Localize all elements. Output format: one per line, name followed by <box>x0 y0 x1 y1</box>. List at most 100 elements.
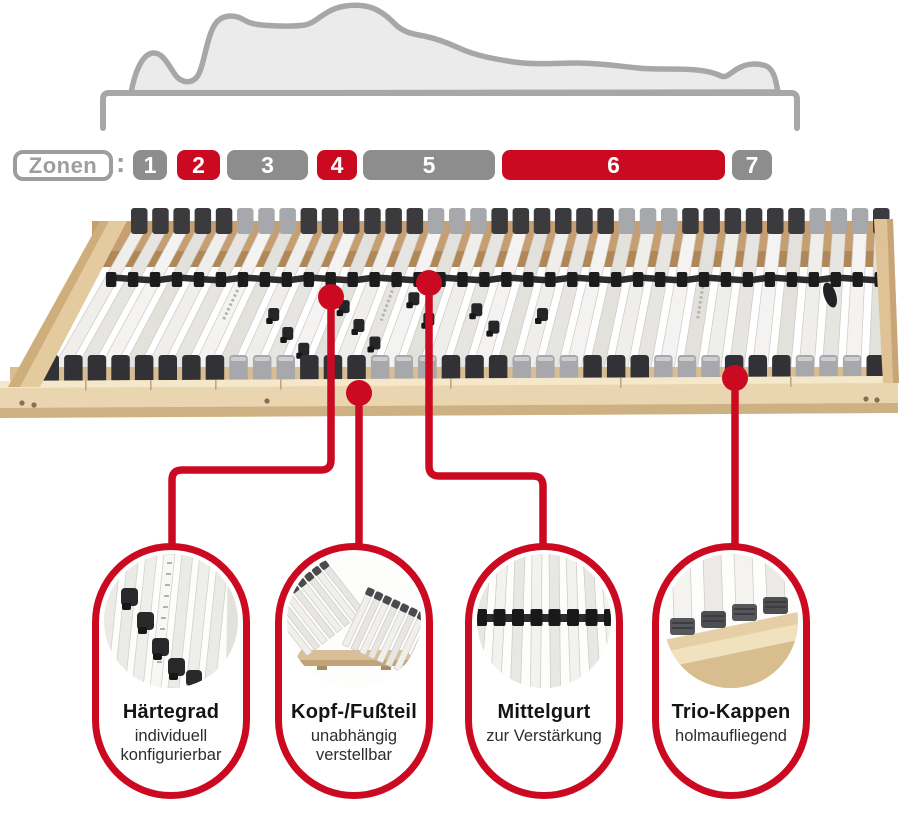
callout-title: Mittelgurt <box>497 701 591 723</box>
front-trio-cap <box>134 355 154 386</box>
cap-highlight <box>820 357 837 361</box>
haertegrad-illustration <box>104 554 238 688</box>
belt-clamp <box>325 272 336 287</box>
rail-joint <box>215 379 217 390</box>
back-cap <box>809 208 826 234</box>
back-cap <box>343 208 360 234</box>
belt-clamp <box>215 272 227 287</box>
right-rail-edge <box>887 219 899 383</box>
front-trio-cap <box>87 355 107 386</box>
callout-title: Trio-Kappen <box>671 701 791 723</box>
back-cap <box>152 208 169 234</box>
front-trio-cap <box>64 355 83 386</box>
cap-highlight <box>702 357 719 361</box>
screw <box>863 396 869 402</box>
back-cap <box>724 208 742 234</box>
tension-slider-tab <box>421 322 428 329</box>
cap-highlight <box>396 357 412 361</box>
back-cap <box>661 208 678 234</box>
kopf-fussteil-photo <box>287 554 421 688</box>
back-cap <box>385 208 402 234</box>
cap-highlight <box>278 357 294 361</box>
tension-slider-tab <box>486 330 493 337</box>
belt-clamp <box>720 272 732 287</box>
belt-clamp <box>347 272 358 287</box>
callout-subtitle: individuell konfigurierbar <box>120 727 222 765</box>
zone-badge-7: 7 <box>732 150 772 180</box>
back-cap <box>618 208 636 234</box>
tension-slider-tab <box>280 336 287 343</box>
corner-bracket <box>823 282 837 308</box>
cap-highlight <box>514 357 530 361</box>
belt-clamp <box>193 272 205 287</box>
middle-belt <box>110 274 880 284</box>
kopf-fussteil-illustration <box>287 554 421 688</box>
belt-clamp <box>501 272 512 287</box>
body-outline <box>128 2 781 96</box>
zones-colon: : <box>116 147 126 178</box>
cap-highlight <box>655 357 672 361</box>
tension-slider-tab <box>367 346 374 353</box>
tension-slider-tab <box>535 318 542 324</box>
back-cap <box>427 208 445 234</box>
belt-clamp <box>567 272 578 287</box>
sleeper-silhouette <box>100 2 800 131</box>
zones-label: Zonen <box>28 152 98 178</box>
back-cap <box>512 208 530 234</box>
zone-badge-6: 6 <box>502 150 725 180</box>
belt-clamp <box>698 272 710 287</box>
slatted-frame-photo <box>0 208 899 418</box>
zone-badge-label: 7 <box>745 151 759 178</box>
belt-clamp <box>742 272 754 287</box>
back-cap <box>767 208 784 234</box>
callout-mittelgurt: Mittelgurt zur Verstärkung <box>465 543 623 799</box>
cap-highlight <box>419 357 436 361</box>
cap-highlight <box>679 357 695 361</box>
zone-badge-3: 3 <box>227 150 308 180</box>
back-cap <box>279 208 296 234</box>
left-rail-edge <box>8 221 109 387</box>
back-cap <box>639 208 657 234</box>
back-cap <box>745 208 763 234</box>
callout-trio-kappen: Trio-Kappen holmaufliegend <box>652 543 810 799</box>
back-cap <box>194 208 212 234</box>
belt-clamp <box>610 272 622 287</box>
mattress-baseline <box>100 90 800 131</box>
back-cap <box>131 208 148 234</box>
back-cap <box>576 208 593 234</box>
belt-clamp <box>830 272 841 287</box>
belt-clamp <box>237 272 249 287</box>
tension-slider <box>353 319 365 333</box>
cap-highlight <box>797 357 813 361</box>
screw <box>264 398 270 404</box>
back-cap <box>830 208 848 234</box>
belt-clamp <box>171 272 183 287</box>
back-cap <box>597 208 614 234</box>
zone-badge-label: 6 <box>607 151 620 178</box>
rail-joint <box>280 379 282 390</box>
belt-clamp <box>764 272 776 287</box>
belt-clamp <box>786 272 798 287</box>
screw <box>31 402 37 408</box>
back-cap <box>215 208 233 234</box>
screw <box>874 397 880 403</box>
mittelgurt-photo <box>477 554 611 688</box>
belt-clamp <box>654 272 666 287</box>
rail-joint <box>150 380 152 391</box>
zone-badge-1: 1 <box>133 150 167 180</box>
cap-highlight <box>537 357 554 361</box>
rail-joint <box>620 377 622 388</box>
cap-highlight <box>230 357 247 361</box>
back-cap <box>321 208 339 234</box>
callout-subtitle: unabhängig verstellbar <box>310 727 398 765</box>
zone-badge-2: 2 <box>177 150 220 180</box>
belt-clamp <box>303 272 314 287</box>
belt-clamp <box>479 272 490 287</box>
belt-clamp <box>523 272 534 287</box>
back-cap <box>788 208 805 234</box>
zone-badge-label: 4 <box>330 151 344 178</box>
zone-badge-label: 5 <box>422 151 436 178</box>
rail-joint <box>85 380 87 391</box>
back-cap <box>470 208 487 234</box>
